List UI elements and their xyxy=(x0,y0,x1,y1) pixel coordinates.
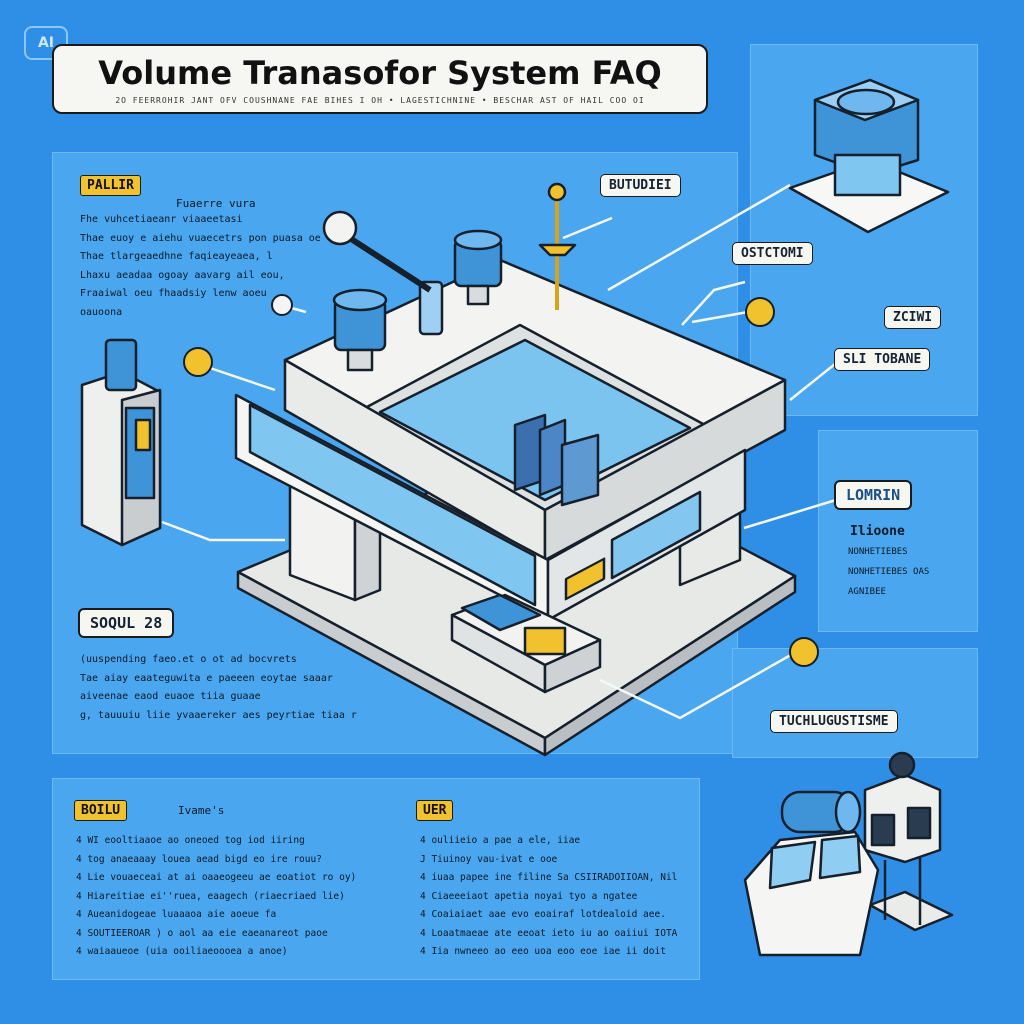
bottom-right-machine xyxy=(743,751,954,957)
boilu-item: 4 tog anaeaaay louea aead bigd eo ire ro… xyxy=(76,853,322,865)
lomrin-line: NONHETIEBES xyxy=(848,547,908,557)
uer-list: 4 ouliieio a pae a ele, iiae J Tiuinoy v… xyxy=(420,832,677,962)
internal-components xyxy=(513,413,600,507)
pallir-text: Fhe vuhcetiaeanr viaaeetasi Thae euoy e … xyxy=(80,211,321,322)
mid-right-panel xyxy=(818,430,978,632)
soqul-line: aiveenae eaod euaoe tiia guaae xyxy=(80,691,261,702)
uer-item: 4 Iia nwneeo ao eeo uoa eoo eoe iae ii d… xyxy=(420,946,666,957)
callout-butudiei: BUTUDIEI xyxy=(600,174,681,197)
uer-item: 4 Ciaeeeiaot apetia noyai tyo a ngatee xyxy=(420,890,638,902)
callout-ostctomi: OSTCTOMI xyxy=(732,242,813,265)
boilu-item: 4 SOUTIEEROAR ) o aol aa eie eaeanareot … xyxy=(76,927,328,939)
boilu-item: 4 Hiareitiae ei''ruea, eaagech (riaecria… xyxy=(76,890,345,902)
boilu-sub: Ivame's xyxy=(178,804,225,817)
pallir-line: Thae euoy e aiehu vuaecetrs pon puasa oe xyxy=(80,232,321,244)
pallir-line: Thae tlargeaedhne faqieayeaea, l xyxy=(80,251,273,262)
boilu-item: 4 Lie vouaeceai at ai oaaeogeeu ae eoati… xyxy=(76,872,357,883)
top-right-module xyxy=(788,78,950,234)
pallir-line: Fhe vuhcetiaeanr viaaeetasi xyxy=(80,214,243,225)
pallir-subheading: Fuaerre vura xyxy=(176,197,256,210)
soqul-heading: SOQUL 28 xyxy=(78,608,175,638)
boilu-item: 4 waiaaueoe (uia ooiliaeoooea a anoe) xyxy=(76,946,288,957)
boilu-heading: BOILU xyxy=(74,800,128,821)
lomrin-line: NONHETIEBES OAS xyxy=(848,567,930,577)
soqul-line: g, tauuuiu liie yvaaereker aes peyrtiae … xyxy=(80,709,357,721)
page-title: Volume Tranasofor System FAQ xyxy=(98,54,662,92)
lomrin-line: AGNIBEE xyxy=(848,587,886,597)
leader-lines xyxy=(161,183,841,720)
lomrin-heading: LOMRIN xyxy=(834,480,913,510)
boilu-list: 4 WI eooltiaaoe ao oneoed tog iod iiring… xyxy=(76,832,356,962)
boilu-item: 4 WI eooltiaaoe ao oneoed tog iod iiring xyxy=(76,835,305,846)
soqul-text: (uuspending faeo.et o ot ad bocvrets Tae… xyxy=(80,651,357,725)
top-pumps xyxy=(322,182,577,372)
callout-dots xyxy=(183,294,819,667)
machine-top xyxy=(283,258,787,562)
title-box: Volume Tranasofor System FAQ 2O FEERROHI… xyxy=(52,44,708,114)
callout-tuchlugustisme: TUCHLUGUSTISME xyxy=(770,710,898,733)
uer-item: 4 Coaiaiaet aae evo eoairaf lotdealoid a… xyxy=(420,909,666,920)
pallir-line: Lhaxu aeadaa ogoay aavarg ail eou, xyxy=(80,269,285,281)
ai-badge: AI xyxy=(24,26,68,60)
pallir-line: oauoona xyxy=(80,306,123,318)
bottom-left-panel xyxy=(52,778,700,980)
boilu-item: 4 Aueanidogeae luaaaoa aie aoeue fa xyxy=(76,909,277,920)
uer-item: 4 iuaa papee ine filine Sa CSIIRADOIIOAN… xyxy=(420,872,678,883)
callout-sli-tobane: SLI TOBANE xyxy=(834,348,931,371)
lomrin-sub: Ilioone xyxy=(850,524,905,539)
pallir-heading: PALLIR xyxy=(80,175,141,196)
soqul-line: Tae aiay eaateguwita e paeeen eoytae saa… xyxy=(80,672,333,684)
uer-item: 4 ouliieio a pae a ele, iiae xyxy=(420,835,581,846)
soqul-line: (uuspending faeo.et o ot ad bocvrets xyxy=(80,654,297,665)
pallir-line: Fraaiwal oeu fhaadsiy lenw aoeu xyxy=(80,288,267,299)
page-subtitle: 2O FEERROHIR JANT OFV COUSHNANE FAE BIHE… xyxy=(115,96,645,105)
uer-item: 4 Loaatmaeae ate eeoat ieto iu ao oaiiui… xyxy=(420,927,678,939)
side-cylinder-device xyxy=(80,338,162,547)
lower-cartridge xyxy=(450,593,602,694)
uer-heading: UER xyxy=(416,800,454,821)
callout-zciwi: ZCIWI xyxy=(884,306,942,329)
lomrin-text: NONHETIEBES NONHETIEBES OAS AGNIBEE xyxy=(848,542,929,602)
uer-item: J Tiuinoy vau-ivat e ooe xyxy=(420,853,558,865)
front-window-panel xyxy=(234,393,747,622)
